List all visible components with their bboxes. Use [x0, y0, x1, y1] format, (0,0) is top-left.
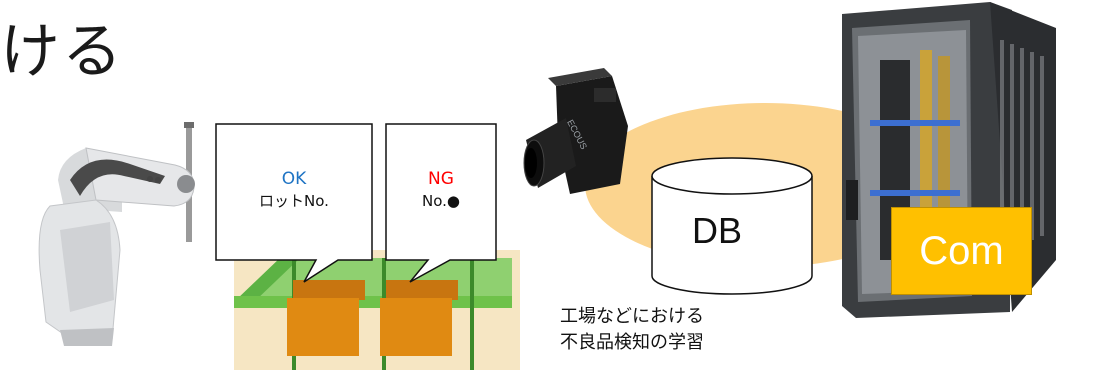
ng-status-label: NG	[428, 169, 454, 189]
computer-label: Com	[919, 228, 1004, 273]
ok-status-label: OK	[281, 169, 307, 189]
ok-lot-number-label: ロットNo.	[259, 191, 329, 210]
ok-speech-bubble	[215, 123, 373, 283]
database-label: DB	[692, 210, 743, 251]
caption-line-2: 不良品検知の学習	[560, 332, 704, 354]
conveyor-belt-illustration	[234, 250, 520, 370]
scara-robot-arm-icon	[38, 122, 195, 346]
ng-number-label: No.●	[422, 191, 460, 210]
caption-text: 工場などにおける 不良品検知の学習	[560, 304, 704, 356]
industrial-camera-icon	[523, 68, 628, 194]
caption-line-1: 工場などにおける	[560, 306, 704, 327]
page-heading-fragment: ける	[0, 17, 124, 87]
computer-box: Com	[891, 207, 1032, 295]
ng-speech-bubble	[385, 123, 497, 283]
ok-bubble-content: OK ロットNo.	[216, 168, 372, 211]
database-cylinder-icon	[651, 157, 813, 295]
ng-bubble-content: NG No.●	[386, 168, 496, 211]
